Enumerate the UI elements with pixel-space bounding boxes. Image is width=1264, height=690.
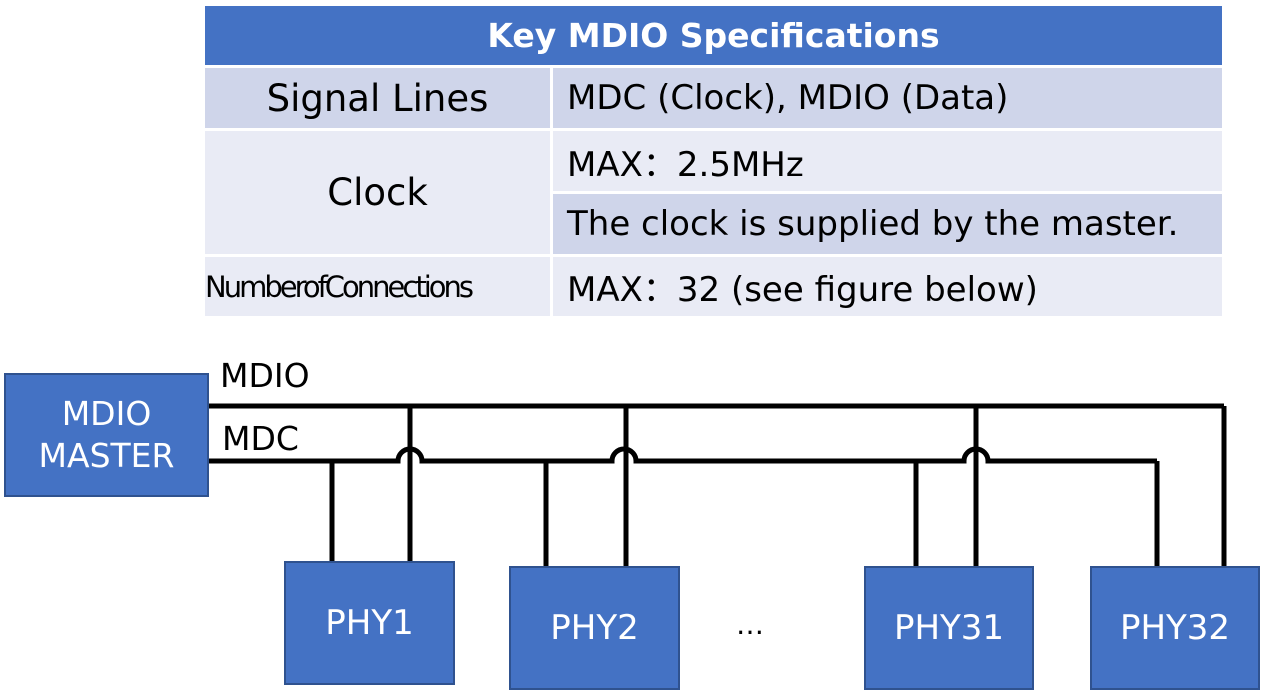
- row-value: The clock is supplied by the master.: [553, 194, 1222, 254]
- phy2-box: PHY2: [509, 566, 680, 690]
- phy31-box: PHY31: [864, 566, 1034, 690]
- ellipsis: …: [736, 608, 764, 641]
- mdc-bus-line: [207, 446, 1157, 464]
- table-row-clock: Clock MAX：2.5MHz The clock is supplied b…: [205, 131, 1222, 254]
- mdc-bus-label: MDC: [222, 419, 299, 458]
- row-label: Signal Lines: [205, 68, 550, 128]
- mdio-master-box: MDIO MASTER: [4, 373, 209, 497]
- table-title: Key MDIO Specifications: [205, 6, 1222, 65]
- row-label: NumberofConnections: [205, 257, 550, 316]
- row-value: MAX：32 (see figure below): [553, 257, 1222, 316]
- phy32-box: PHY32: [1090, 566, 1260, 690]
- master-label-line1: MDIO: [61, 394, 152, 433]
- row-value: MDC (Clock), MDIO (Data): [553, 68, 1222, 128]
- row-label: Clock: [205, 131, 550, 254]
- master-label-line2: MASTER: [38, 436, 175, 475]
- spec-table: Key MDIO Specifications Signal Lines MDC…: [205, 6, 1222, 316]
- row-value: MAX：2.5MHz: [553, 131, 1222, 191]
- table-row-signal-lines: Signal Lines MDC (Clock), MDIO (Data): [205, 68, 1222, 128]
- table-row-connections: NumberofConnections MAX：32 (see figure b…: [205, 257, 1222, 316]
- phy1-box: PHY1: [284, 561, 455, 685]
- mdio-bus-label: MDIO: [220, 356, 310, 395]
